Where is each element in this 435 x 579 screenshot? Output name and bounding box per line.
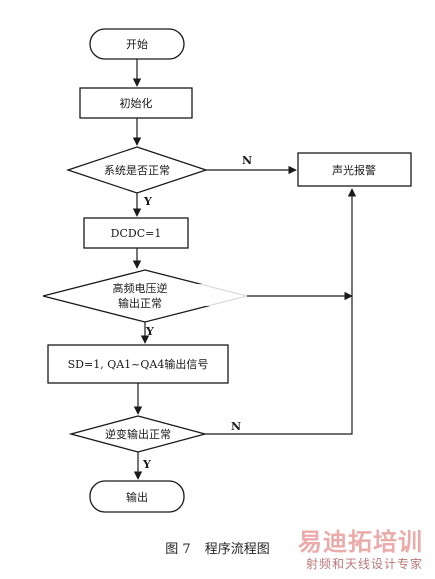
hf-yes-label: Y — [145, 325, 154, 338]
scan-smudge — [190, 284, 260, 306]
figure-number: 图 7 — [165, 542, 191, 557]
inverter-yes-label: Y — [142, 458, 151, 471]
watermark: 易迪拓培训 射频和天线设计专家 — [298, 522, 423, 572]
inverter-no-label: N — [231, 420, 241, 433]
start-label: 开始 — [126, 37, 148, 51]
init-process — [79, 87, 193, 119]
watermark-tagline: 射频和天线设计专家 — [305, 557, 423, 571]
edge-inverter-no — [205, 188, 357, 435]
dcdc-label: DCDC=1 — [111, 227, 162, 240]
system-check-label: 系统是否正常 — [104, 164, 170, 177]
output-terminal — [89, 480, 185, 513]
init-label: 初始化 — [120, 96, 153, 110]
output-label: 输出 — [126, 490, 148, 504]
alarm-label: 声光报警 — [332, 163, 376, 177]
hf-check-label-line2: 输出正常 — [118, 296, 162, 310]
inverter-check-label: 逆变输出正常 — [105, 427, 171, 441]
dcdc-process — [83, 217, 189, 249]
watermark-brand: 易迪拓培训 — [298, 528, 423, 556]
sd-qa-process — [47, 344, 229, 384]
figure-caption: 图 7 程序流程图 — [0, 538, 435, 557]
system-no-label: N — [242, 154, 252, 167]
alarm-process — [297, 152, 412, 187]
system-yes-label: Y — [143, 195, 152, 208]
sd-qa-label: SD=1, QA1~QA4输出信号 — [68, 357, 209, 371]
figure-title: 程序流程图 — [204, 542, 270, 557]
hf-check-label-line1: 高频电压逆 — [113, 281, 168, 295]
